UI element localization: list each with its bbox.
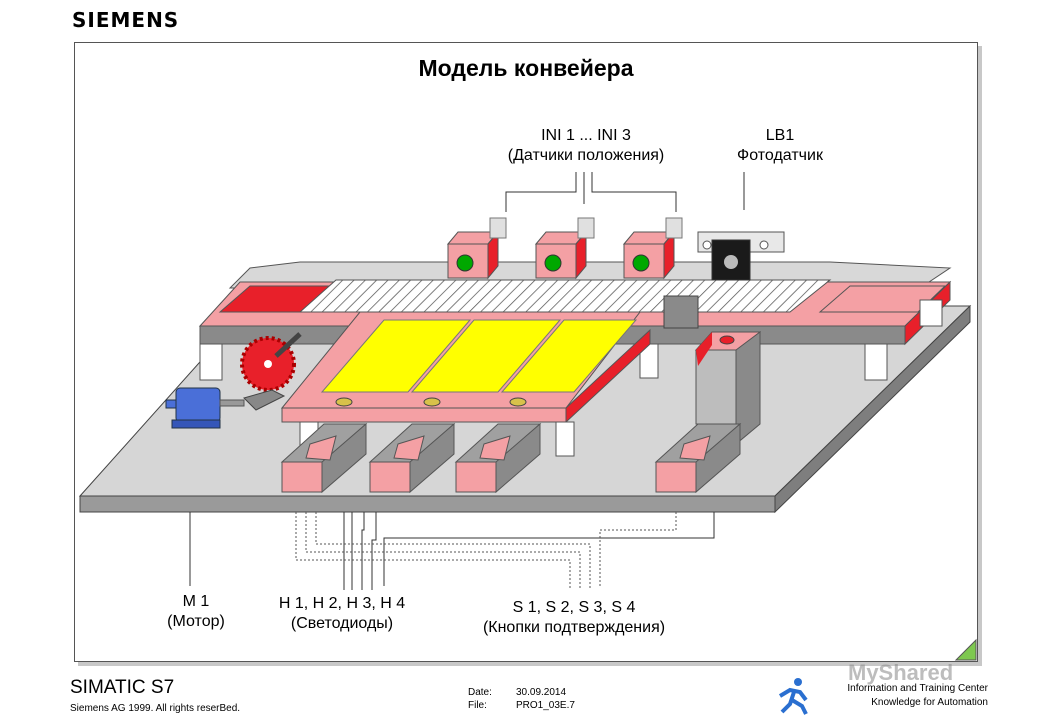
- led-h2: [423, 397, 441, 407]
- date-value: 30.09.2014: [516, 687, 567, 698]
- front-platform-front: [281, 407, 567, 423]
- button-label-title: S 1, S 2, S 3, S 4: [512, 599, 636, 616]
- lb-label: LB1 Фотодатчик: [720, 126, 840, 166]
- column-red-edge: [696, 332, 712, 366]
- gear-wheel: [240, 332, 302, 392]
- lb-label-title: LB1: [765, 127, 795, 144]
- yellow-pad-1: [320, 319, 472, 393]
- ini-sensor-1: [446, 217, 507, 280]
- training-line2: Knowledge for Automation: [871, 697, 988, 708]
- button-s2: [368, 422, 456, 494]
- motor-m1: [165, 387, 245, 429]
- ini-label-desc: (Датчики положения): [507, 147, 665, 164]
- yellow-pad-2: [410, 319, 562, 393]
- base-plate-front: [79, 495, 776, 513]
- page-fold: [954, 638, 977, 661]
- footer-meta: Date: 30.09.2014 File: PRO1_03E.7: [468, 686, 575, 712]
- leg: [864, 343, 888, 381]
- lb-label-desc: Фотодатчик: [737, 147, 823, 164]
- button-label: S 1, S 2, S 3, S 4 (Кнопки подтверждения…: [456, 598, 692, 638]
- footer-product: SIMATIC S7 Siemens AG 1999. All rights r…: [70, 677, 240, 714]
- button-s3: [454, 422, 542, 494]
- led-h1: [335, 397, 353, 407]
- deflector-block: [663, 295, 699, 329]
- leg: [555, 421, 575, 457]
- runner-logo-icon: [778, 678, 808, 715]
- front-platform-side: [565, 328, 651, 424]
- training-center: Information and Training Center Knowledg…: [847, 682, 988, 710]
- base-plate-side: [774, 304, 971, 514]
- button-label-desc: (Кнопки подтверждения): [482, 619, 666, 636]
- led-label-title: H 1, H 2, H 3, H 4: [278, 595, 406, 612]
- ini-sensor-2: [534, 217, 595, 280]
- leg: [919, 299, 943, 327]
- page-title: Модель конвейера: [418, 55, 634, 81]
- ini-label-title: INI 1 ... INI 3: [541, 127, 631, 144]
- motor-label-desc: (Мотор): [167, 613, 225, 630]
- copyright: Siemens AG 1999. All rights reserBed.: [70, 703, 241, 714]
- worm-screw: [243, 389, 286, 411]
- training-line1: Information and Training Center: [847, 683, 988, 694]
- led-h4: [719, 335, 735, 345]
- file-value: PRO1_03E.7: [516, 700, 575, 711]
- motor-label-title: M 1: [182, 593, 210, 610]
- right-end-block: [818, 285, 947, 313]
- watermark: MyShared: [848, 660, 954, 685]
- motor-label: M 1 (Мотор): [148, 592, 244, 632]
- conveyor-belt: [298, 279, 832, 313]
- leg: [199, 343, 223, 381]
- file-label: File:: [468, 700, 487, 711]
- siemens-logo: SIEMENS: [72, 8, 180, 32]
- led-label-desc: (Светодиоды): [290, 615, 394, 632]
- ini-sensor-3: [622, 217, 683, 280]
- led-label: H 1, H 2, H 3, H 4 (Светодиоды): [262, 594, 422, 634]
- led-h3: [509, 397, 527, 407]
- ini-label: INI 1 ... INI 3 (Датчики положения): [496, 126, 676, 166]
- button-s4: [654, 422, 742, 494]
- column-side: [735, 331, 761, 446]
- column-front: [695, 349, 737, 425]
- product-name: SIMATIC S7: [70, 677, 175, 698]
- date-label: Date:: [468, 687, 492, 698]
- light-barrier-lb1: [697, 231, 785, 281]
- yellow-pad-3: [500, 319, 638, 393]
- button-s1: [280, 422, 368, 494]
